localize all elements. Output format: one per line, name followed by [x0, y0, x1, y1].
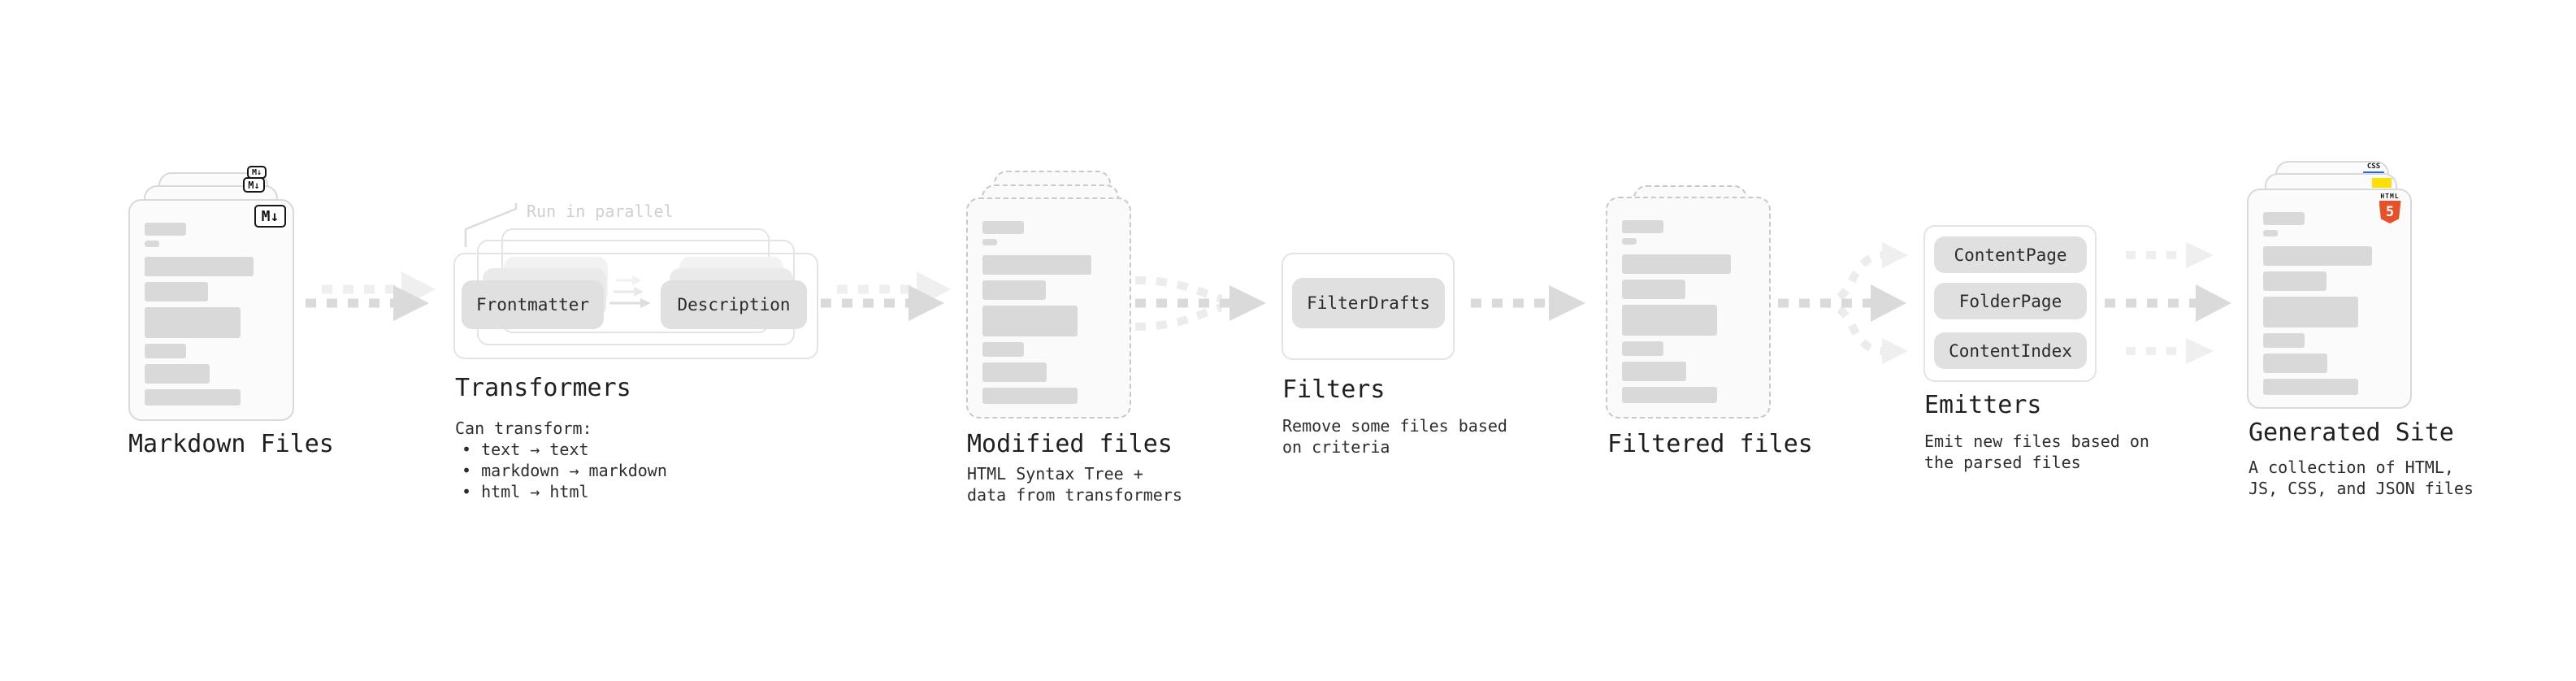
content-bar — [1622, 362, 1687, 381]
content-bar — [145, 241, 160, 247]
transformers-label: Transformers — [455, 374, 631, 402]
modified-files-description-line: data from transformers — [967, 485, 1182, 505]
html5-icon-shield: 5 — [2379, 201, 2401, 223]
emitters-panel — [1923, 225, 2097, 382]
flow-arrow-filters-to-filtered — [1471, 285, 1585, 321]
filters-panel — [1281, 253, 1455, 360]
content-bar — [145, 307, 241, 338]
content-bar — [982, 388, 1078, 404]
content-bar — [982, 342, 1025, 357]
filters-description-line: Remove some files based — [1282, 416, 1507, 436]
content-bar — [1622, 305, 1718, 336]
content-bar — [1622, 341, 1664, 356]
content-bar — [145, 282, 209, 301]
content-bar — [2263, 230, 2279, 236]
note-pointer-line — [464, 203, 518, 247]
flow-arrow-modified-to-filters — [1134, 276, 1266, 331]
content-bar — [1622, 254, 1731, 274]
flow-arrow-markdown-to-transformers — [306, 271, 436, 321]
frontmatter-pill: Frontmatter — [462, 280, 604, 329]
modified-files-description-line: HTML Syntax Tree + — [967, 464, 1143, 484]
content-bar — [2263, 212, 2305, 225]
content-bar — [2263, 246, 2372, 266]
css-icon-label: CSS — [2366, 163, 2381, 171]
markdown-doc-front — [128, 199, 294, 421]
run-in-parallel-note: Run in parallel — [527, 202, 674, 221]
generated-site-description-line: JS, CSS, and JSON files — [2249, 479, 2474, 498]
doc-content-placeholder — [145, 223, 280, 406]
content-bar — [2263, 333, 2305, 348]
filterdrafts-pill: FilterDrafts — [1292, 278, 1445, 328]
contentindex-pill: ContentIndex — [1934, 332, 2087, 369]
content-bar — [982, 255, 1091, 275]
content-bar — [1622, 220, 1664, 233]
content-bar — [982, 280, 1046, 300]
generated-site-label: Generated Site — [2249, 419, 2454, 447]
description-pill: Description — [661, 280, 807, 329]
content-bar — [2263, 297, 2359, 327]
content-bar — [982, 221, 1025, 234]
content-bar — [982, 239, 998, 245]
content-bar — [2263, 379, 2359, 395]
filtered-doc-front — [1606, 197, 1771, 419]
content-bar — [1622, 280, 1685, 299]
content-bar — [1622, 387, 1718, 403]
transform-bullet: • text → text — [462, 440, 589, 459]
flow-arrows-emitters-to-generated — [2105, 242, 2231, 364]
js-icon — [2372, 178, 2392, 188]
modified-files-label: Modified files — [967, 430, 1173, 458]
modified-doc-front — [966, 197, 1131, 419]
content-bar — [145, 257, 254, 276]
markdown-icon: M↓ — [243, 177, 265, 193]
transform-bullet: • markdown → markdown — [462, 461, 667, 480]
flow-arrow-transformers-to-modified — [821, 271, 951, 321]
content-bar — [145, 364, 210, 384]
filters-label: Filters — [1282, 375, 1386, 404]
parallel-arrows-icon — [609, 275, 651, 308]
generated-doc-front — [2247, 189, 2412, 409]
markdown-icon: M↓ — [254, 205, 286, 228]
filtered-files-label: Filtered files — [1607, 430, 1813, 458]
transformers-description-heading: Can transform: — [455, 419, 592, 438]
content-bar — [982, 306, 1078, 336]
emitters-description-line: Emit new files based on — [1924, 432, 2149, 451]
doc-content-placeholder — [1622, 220, 1756, 403]
contentpage-pill: ContentPage — [1934, 236, 2087, 273]
folderpage-pill: FolderPage — [1934, 283, 2087, 319]
doc-content-placeholder — [982, 221, 1117, 404]
transform-bullet: • html → html — [462, 482, 589, 501]
content-bar — [1622, 238, 1637, 245]
content-bar — [982, 362, 1047, 382]
doc-content-placeholder — [2263, 212, 2397, 395]
emitters-label: Emitters — [1924, 391, 2042, 419]
transformer-panel-front — [453, 253, 818, 359]
html5-icon: HTML 5 — [2378, 193, 2402, 223]
content-bar — [2263, 354, 2328, 373]
markdown-files-label: Markdown Files — [128, 430, 334, 458]
content-bar — [2263, 271, 2327, 291]
html5-icon-label: HTML — [2380, 193, 2400, 200]
content-bar — [145, 344, 187, 358]
content-bar — [145, 389, 241, 406]
filters-description-line: on criteria — [1282, 437, 1390, 457]
content-bar — [145, 223, 187, 236]
flow-arrow-filtered-to-emitters — [1778, 242, 1908, 364]
generated-site-description-line: A collection of HTML, — [2249, 458, 2454, 477]
emitters-description-line: the parsed files — [1924, 453, 2081, 472]
